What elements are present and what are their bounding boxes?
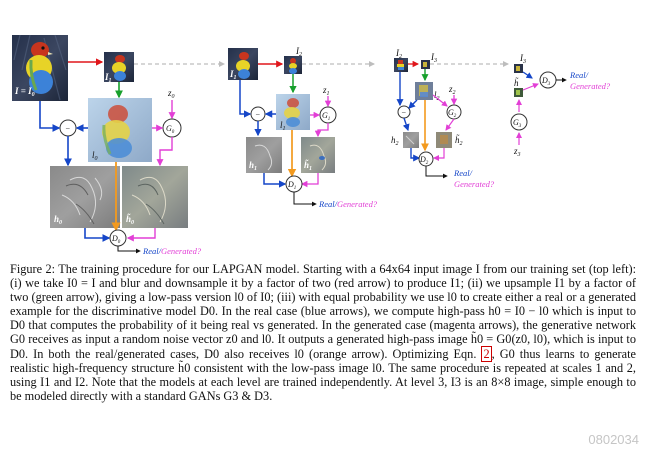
output-arrow-D0 — [117, 246, 141, 254]
label-I-eq-I0: I = I0 — [14, 86, 35, 98]
blue-arrow-I3-D3 — [522, 71, 533, 79]
label-I2-level1: I2 — [295, 46, 302, 58]
image-I3-level2 — [421, 60, 430, 69]
image-h2-tilde — [436, 132, 452, 148]
eqn-reference-link[interactable]: 2 — [481, 345, 492, 362]
real-2: Real/ — [453, 168, 474, 178]
image-l1 — [276, 94, 310, 130]
label-I3-tilde: h̃ — [514, 78, 519, 88]
output-arrow-D2 — [425, 166, 448, 179]
minus-sign-0: − — [65, 124, 70, 133]
blue-arrow-h2-D2 — [410, 148, 421, 162]
label-z2: z2 — [448, 84, 456, 96]
image-I0 — [12, 34, 68, 101]
output-arrow-D1 — [293, 192, 317, 207]
image-h0 — [50, 166, 120, 228]
label-h1-tilde: h̃1 — [304, 160, 312, 172]
minus-sign-1: − — [255, 110, 260, 119]
G3-node — [510, 113, 528, 131]
image-I1 — [228, 48, 258, 80]
label-h0: h0 — [54, 214, 62, 226]
image-l0 — [88, 98, 152, 162]
image-I3 — [514, 64, 523, 73]
mag-arrow-h0tilde-D0 — [126, 228, 156, 242]
label-D1: D1 — [287, 180, 296, 191]
image-I1-level0 — [104, 52, 134, 82]
label-G0: G0 — [166, 124, 175, 135]
label-z0: z0 — [167, 88, 175, 100]
blue-arrow-I1-minus — [239, 80, 252, 118]
caption-text: The training procedure for our LAPGAN mo… — [10, 262, 637, 361]
caption-text-2: , G0 thus learns to generate realistic h… — [10, 346, 636, 403]
real-generated-1: Real/Generated? — [318, 199, 378, 209]
image-I2-level1 — [284, 56, 302, 74]
generated-2: Generated? — [454, 179, 495, 189]
label-G1: G1 — [322, 111, 330, 122]
image-h0-tilde — [122, 166, 188, 228]
image-h1 — [246, 137, 282, 173]
label-h1: h1 — [249, 160, 257, 172]
label-I1: I1 — [229, 69, 237, 81]
label-D0: D0 — [111, 234, 121, 245]
mag-arrow-G2-h2tilde — [445, 118, 455, 131]
label-z3: z3 — [513, 146, 521, 158]
image-h1-tilde — [301, 137, 335, 173]
minus-sign-2: − — [401, 108, 406, 117]
image-h2 — [403, 132, 419, 148]
label-h0-tilde: h̃0 — [126, 214, 134, 226]
mag-arrow-G1-h1tilde — [314, 123, 329, 138]
generated-3: Generated? — [570, 81, 611, 91]
blue-arrow-minus-h2 — [402, 117, 410, 132]
real-3: Real/ — [569, 70, 590, 80]
label-I3-level2: I3 — [430, 52, 437, 64]
label-G3: G3 — [513, 118, 522, 129]
mag-arrow-G0-h0tilde — [156, 137, 173, 167]
label-I2: I2 — [395, 48, 402, 60]
blue-arrow-I0-minus — [39, 101, 61, 132]
blue-arrow-h1-D1 — [263, 173, 287, 188]
image-I3-tilde — [514, 88, 523, 97]
mag-arrow-l2-G2 — [432, 94, 448, 107]
label-G2: G2 — [448, 108, 457, 119]
caption-label: Figure 2: — [10, 262, 56, 276]
label-h2-tilde: h̃2 — [455, 135, 463, 147]
label-h2: h2 — [391, 135, 399, 147]
image-l2 — [415, 82, 433, 100]
label-D3: D3 — [541, 76, 551, 87]
label-I1-level0: I1 — [104, 72, 112, 84]
mag-arrow-h1tilde-D1 — [300, 173, 319, 188]
label-l1: l1 — [280, 120, 286, 132]
lapgan-figure: I = I0 I1 l0 − z0 G0 h0 — [12, 34, 611, 256]
label-D2: D2 — [419, 155, 429, 166]
mag-arrow-I3tilde-D3 — [522, 83, 539, 91]
real-generated-0: Real/Generated? — [142, 246, 202, 256]
label-I3: I3 — [519, 53, 526, 65]
watermark: 0802034 — [588, 432, 639, 447]
label-z1: z1 — [322, 85, 330, 97]
mag-arrow-h2tilde-D2 — [433, 148, 445, 161]
label-l0: l0 — [92, 150, 98, 162]
blue-arrow-h0-D0 — [84, 228, 111, 242]
blue-arrow-l2-minus — [408, 99, 418, 109]
image-I2 — [394, 58, 408, 72]
figure-caption: Figure 2: The training procedure for our… — [10, 262, 636, 403]
